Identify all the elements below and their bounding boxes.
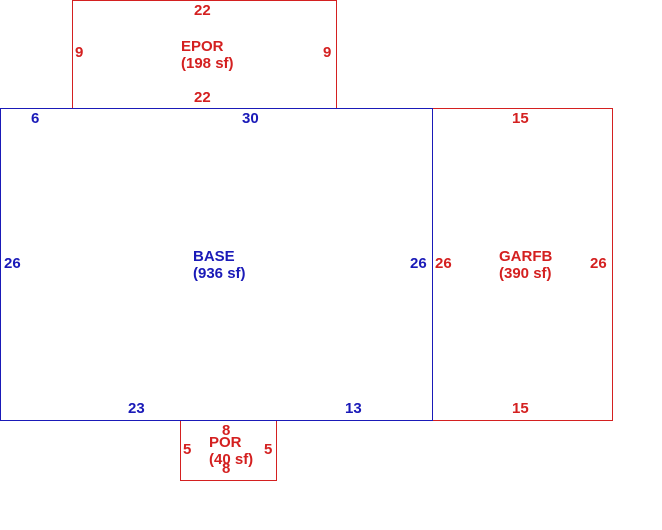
por-dim-right: 5 [264,441,273,458]
epor-dim-right: 9 [323,44,332,61]
garfb-dim-right: 26 [590,255,607,272]
base-dim-bottom-right: 13 [345,400,362,417]
base-dim-top-left: 6 [31,110,40,127]
garfb-dim-bottom: 15 [512,400,529,417]
base-outline [0,108,433,421]
epor-dim-left: 9 [75,44,84,61]
epor-dim-top: 22 [194,2,211,19]
base-area: (936 sf) [193,265,246,282]
por-dim-left: 5 [183,441,192,458]
por-dim-bottom: 8 [222,460,231,477]
garfb-dim-top: 15 [512,110,529,127]
epor-dim-bottom: 22 [194,89,211,106]
base-dim-bottom-left: 23 [128,400,145,417]
epor-name: EPOR [181,38,224,55]
base-dim-top: 30 [242,110,259,127]
por-area: (40 sf) [209,451,254,468]
base-name: BASE [193,248,235,265]
base-dim-right: 26 [410,255,427,272]
por-dim-top: 8 [222,422,231,439]
garfb-area: (390 sf) [499,265,552,282]
epor-area: (198 sf) [181,55,234,72]
garfb-dim-left: 26 [435,255,452,272]
garfb-name: GARFB [499,248,553,265]
base-dim-left: 26 [4,255,21,272]
por-name: POR [209,434,242,451]
